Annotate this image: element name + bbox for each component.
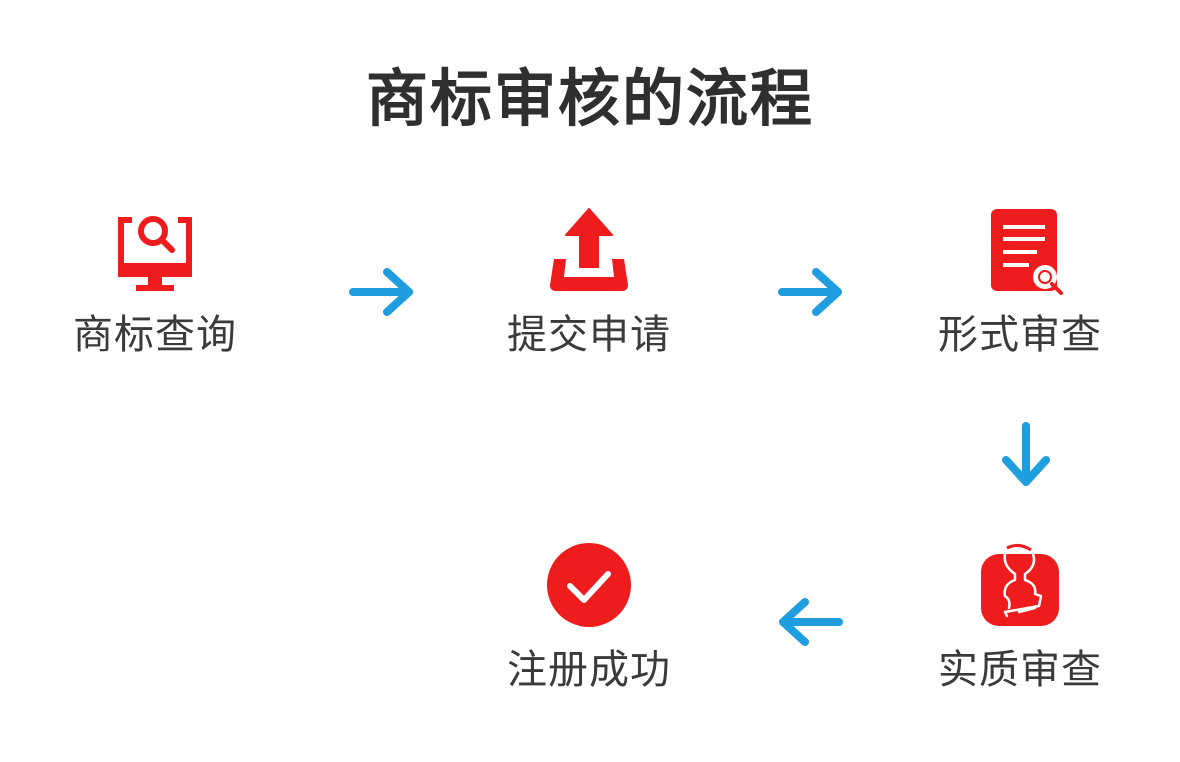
- document-search-icon: [991, 209, 1063, 295]
- stamp-icon: [981, 543, 1059, 626]
- step-label: 商标查询: [73, 312, 237, 358]
- check-circle-icon: [547, 543, 631, 627]
- step-registration-success: 注册成功: [479, 540, 699, 694]
- arrow-right-icon: [778, 268, 842, 316]
- step-trademark-search: 商标查询: [45, 205, 265, 359]
- step-substantive-review: 实质审查: [910, 540, 1130, 694]
- step-submit-application: 提交申请: [479, 205, 699, 359]
- step-formal-review: 形式审查: [910, 205, 1130, 359]
- upload-icon: [550, 208, 628, 291]
- monitor-search-icon: [118, 216, 192, 291]
- step-label: 形式审查: [938, 312, 1102, 358]
- diagram-title: 商标审核的流程: [365, 62, 814, 135]
- step-label: 实质审查: [938, 647, 1102, 693]
- arrow-down-icon: [1002, 422, 1050, 486]
- step-label: 注册成功: [507, 647, 671, 693]
- step-label: 提交申请: [507, 312, 671, 358]
- arrow-right-icon: [349, 268, 413, 316]
- arrow-left-icon: [779, 598, 843, 646]
